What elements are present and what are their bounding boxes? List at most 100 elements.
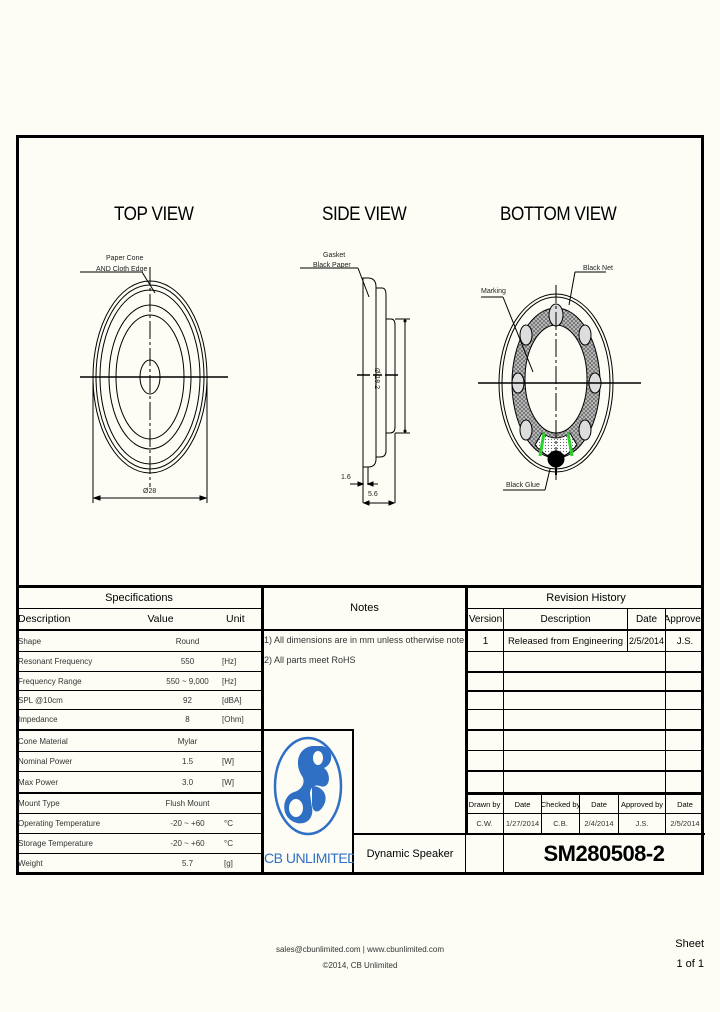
rev-row-rule [466, 651, 704, 652]
spec-row-0-unit [222, 631, 260, 651]
top-callout-line2: AND Cloth Edge [96, 266, 148, 273]
spec-row-4-value: 8 [185, 715, 190, 724]
spec-header-description: Description [18, 613, 71, 625]
notes-title: Notes [350, 602, 379, 614]
product-name: Dynamic Speaker [366, 848, 454, 860]
spec-row-2-value: 550 ~ 9,000 [166, 676, 209, 686]
company-name: CB UNLIMITED [264, 850, 354, 866]
spec-row-rule [16, 751, 262, 752]
spec-row-10-description: Storage Temperature [18, 839, 94, 848]
spec-row-10-value: -20 ~ +60 [170, 839, 205, 848]
sheet-number: 1 of 1 [676, 958, 704, 970]
note-item-1: 1) All dimensions are in mm unless other… [264, 635, 464, 645]
approval-header-date-2: Date [591, 799, 607, 809]
spec-row-rule [16, 729, 262, 731]
side-dim-height: Ø 18.2 [373, 368, 380, 390]
top-dimension: Ø28 [143, 488, 157, 495]
bottom-callout-marking: Marking [481, 288, 506, 295]
spec-row-11-unit: [g] [224, 859, 233, 868]
rev-header-rule [466, 629, 704, 631]
approval-col-rule [618, 793, 619, 834]
revision-title: Revision History [546, 592, 626, 604]
rev-header-description: Description [540, 613, 591, 625]
bottom-view-drawing [478, 271, 641, 491]
rev-row-1-description: Released from Engineering [507, 635, 624, 647]
spec-row-rule [16, 771, 262, 772]
approval-header-checked-by: Checked by [542, 799, 579, 809]
spec-row-rule [16, 813, 262, 814]
side-callout-line2: Black Paper [313, 262, 351, 269]
approval-checked-date: 2/4/2014 [584, 819, 614, 828]
approval-header-date-1: Date [514, 799, 531, 809]
table-top-rule [16, 585, 704, 588]
spec-row-11-description: Weight [18, 859, 43, 868]
spec-row-8-value: Flush Mount [165, 799, 210, 808]
rev-header-version: Version [468, 613, 503, 625]
spec-row-5-value: Mylar [177, 736, 198, 746]
rev-row-rule [466, 690, 704, 692]
approval-col-rule [503, 793, 504, 875]
spec-row-9-description: Operating Temperature [18, 819, 101, 828]
approval-col-rule [579, 793, 580, 834]
side-callout-line1: Gasket [323, 252, 346, 259]
bottom-callout-net: Black Net [583, 265, 613, 272]
approval-col-rule [541, 793, 542, 834]
spec-row-5-unit [222, 731, 260, 751]
spec-row-0-value: Round [175, 636, 200, 646]
spec-row-rule [16, 671, 262, 672]
spec-row-4-unit: [Ohm] [222, 715, 244, 724]
rev-header-date: Date [635, 613, 658, 625]
approval-header-date-3: Date [677, 799, 693, 809]
rev-header-approved: Approved [666, 613, 704, 625]
rev-col-rule [627, 608, 628, 651]
spec-row-3-description: SPL @10cm [18, 695, 63, 705]
spec-row-rule [16, 833, 262, 834]
approval-approved-date: 2/5/2014 [670, 819, 700, 828]
rev-col-rule [503, 608, 504, 792]
spec-row-11-value: 5.7 [181, 859, 194, 868]
spec-row-9-value: -20 ~ +60 [170, 819, 205, 828]
approval-approved-by: J.S. [635, 819, 649, 828]
spec-row-1-description: Resonant Frequency [18, 657, 93, 666]
sheet-label: Sheet [675, 938, 704, 950]
spec-row-10-unit: °C [224, 839, 233, 848]
approval-checked-by: C.B. [553, 819, 568, 828]
note-item-2: 2) All parts meet RoHS [264, 655, 356, 665]
notes-header-rule [262, 629, 467, 631]
approval-header-rule [466, 813, 704, 814]
spec-row-rule [16, 853, 262, 854]
spec-row-6-description: Nominal Power [18, 757, 73, 766]
spec-row-rule [16, 651, 262, 652]
cb-unlimited-logo-icon [273, 736, 343, 836]
spec-header-unit: Unit [226, 613, 245, 625]
spec-row-rule [16, 709, 262, 710]
spec-row-2-unit: [Hz] [222, 676, 237, 686]
top-view-drawing [80, 267, 228, 503]
spec-row-3-unit: [dBA] [222, 695, 242, 705]
bottom-callout-glue: Black Glue [506, 482, 540, 489]
spec-row-1-value: 550 [180, 657, 195, 666]
approval-header-approved-by: Approved by [620, 799, 664, 809]
spec-row-3-value: 92 [183, 695, 192, 705]
footer-copyright: ©2014, CB Unlimited [322, 961, 398, 970]
spec-row-1-unit: [Hz] [222, 657, 237, 666]
rev-row-rule [466, 729, 704, 731]
title-block-top-rule [352, 833, 705, 835]
spec-row-0-description: Shape [18, 636, 42, 646]
approval-header-drawn-by: Drawn by [468, 799, 501, 809]
top-callout-line1: Paper Cone [106, 255, 144, 262]
side-view-title: SIDE VIEW [322, 204, 407, 225]
spec-row-2-description: Frequency Range [18, 676, 82, 686]
spec-row-rule [16, 690, 262, 691]
logo-right-rule [352, 729, 354, 875]
rev-title-rule [466, 608, 704, 609]
spec-row-4-description: Impedance [18, 715, 58, 724]
spec-row-6-unit: [W] [222, 757, 234, 766]
spec-header-value: Value [147, 613, 174, 625]
rev-row-rule [466, 770, 704, 772]
spec-header-rule [16, 629, 262, 631]
spec-title: Specifications [105, 592, 173, 604]
approval-drawn-by: C.W. [476, 819, 493, 828]
rev-row-rule [466, 709, 704, 710]
spec-row-7-unit: [W] [222, 777, 234, 787]
